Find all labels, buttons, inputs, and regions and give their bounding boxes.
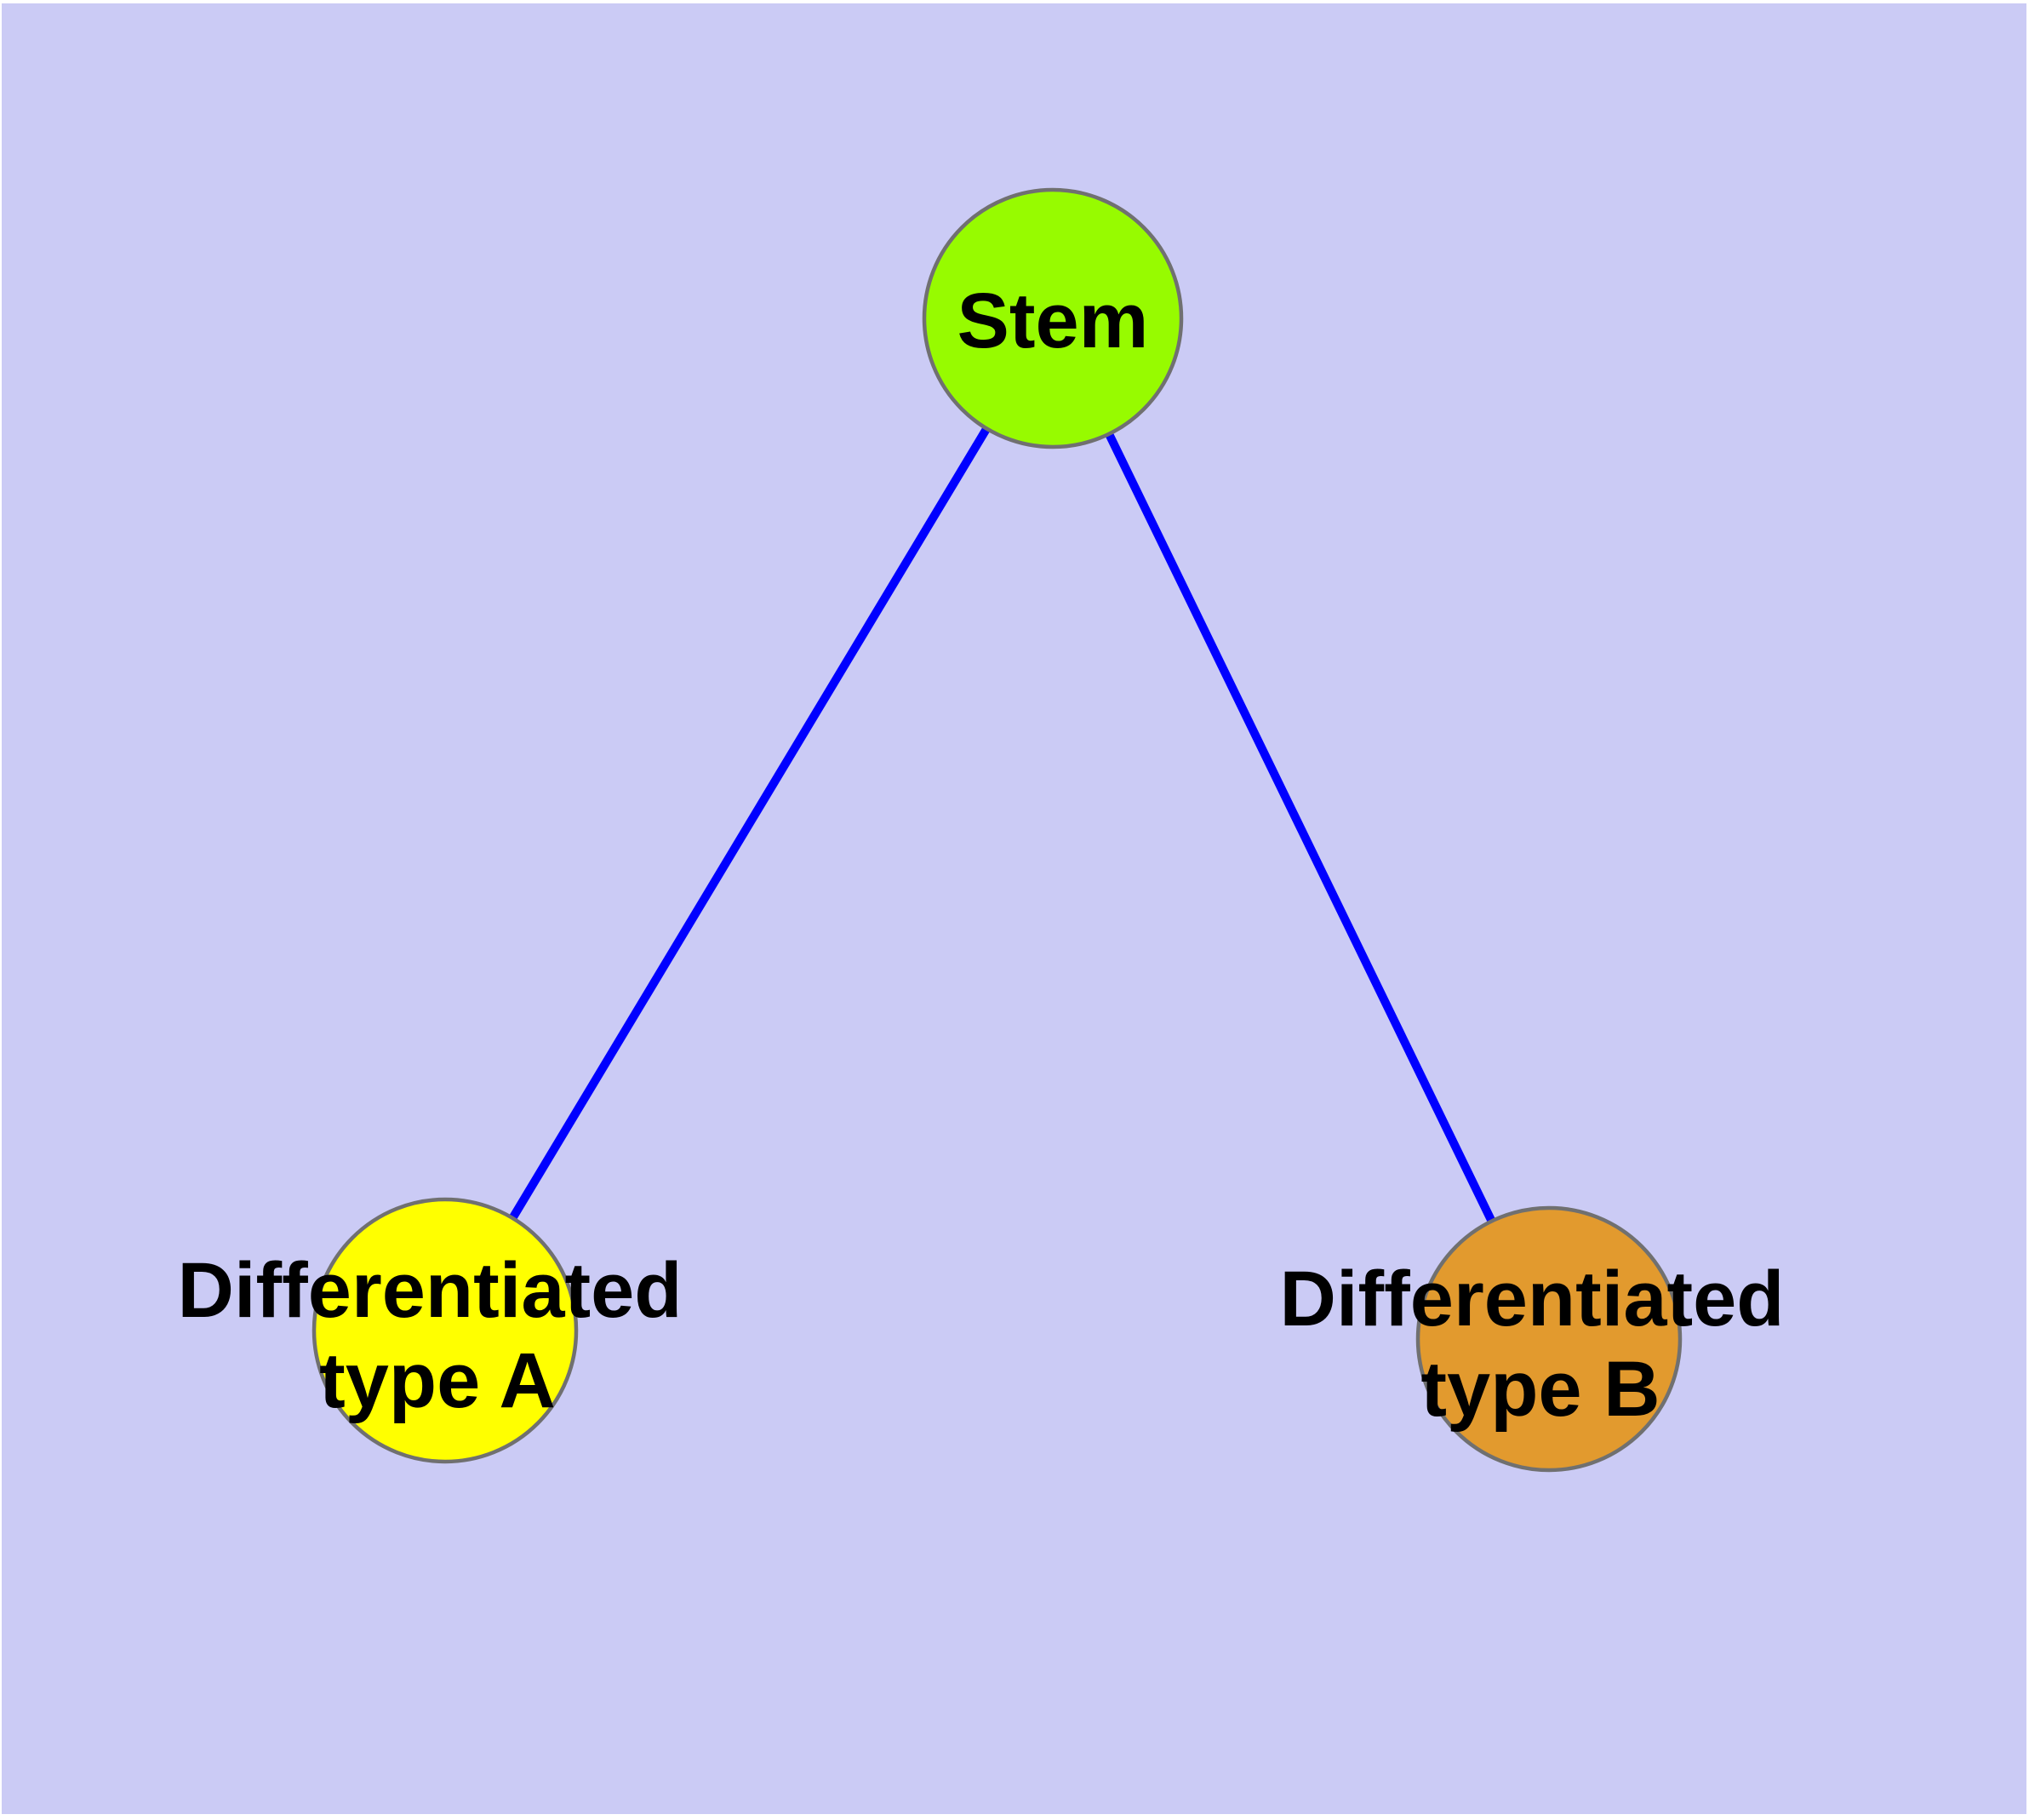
node-type-b-label-line1: Differentiated (1280, 1256, 1785, 1342)
node-differentiated-type-a (311, 1197, 579, 1464)
node-stem-label: Stem (957, 278, 1149, 364)
node-type-b-label-line2: type B (1420, 1346, 1660, 1433)
node-type-a-label-line2: type A (319, 1337, 556, 1424)
node-type-a-label-line1: Differentiated (178, 1247, 683, 1334)
edge-stem-to-type-b (1049, 316, 1553, 1342)
edge-stem-to-type-a (441, 316, 1057, 1333)
node-stem (922, 187, 1184, 449)
node-differentiated-type-b (1415, 1205, 1683, 1473)
